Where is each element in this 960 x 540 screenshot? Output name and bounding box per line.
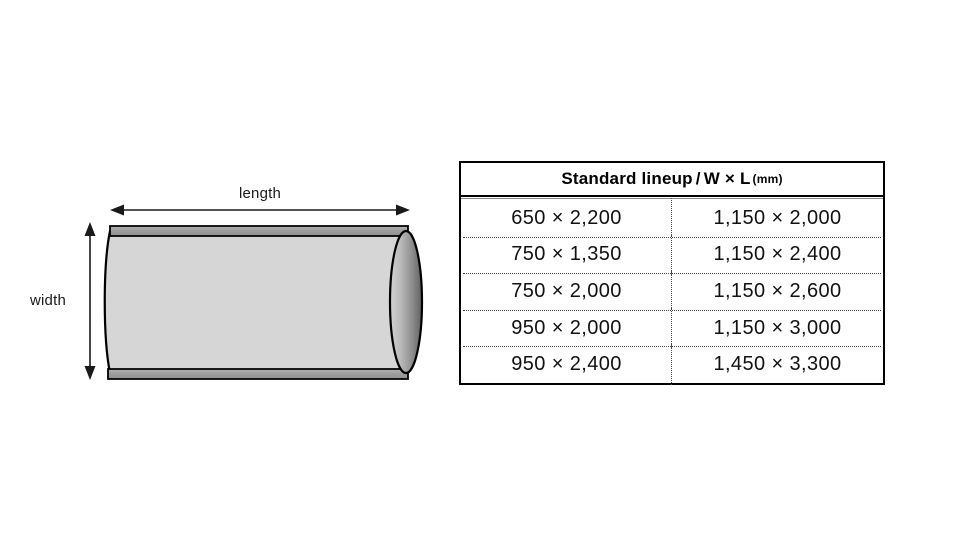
table-body: 650 × 2,200 1,150 × 2,000 750 × 1,350 1,… [461,198,883,385]
roll-top-strip [109,225,409,237]
table-cell-size: 650 × 2,200 [461,198,672,239]
roll-end-cap [388,229,424,375]
length-dimension-arrow [110,204,410,216]
table-cell-size: 1,150 × 2,400 [713,243,842,266]
table-cell-size: 1,150 × 3,000 [713,316,842,339]
table-cell-size: 750 × 1,350 [461,234,672,275]
table-cell-size: 1,450 × 3,300 [713,353,842,376]
table-cell-size: 950 × 2,400 [461,344,672,385]
table-cell-size: 950 × 2,000 [461,307,672,348]
length-label: length [238,185,282,202]
roll-body [103,225,424,380]
table-row: 650 × 2,200 1,150 × 2,000 [461,198,883,239]
table-cell-size: 1,150 × 2,600 [713,279,842,302]
roll-illustration [84,204,424,380]
product-roll-diagram: length width [0,0,450,540]
header-unit: (mm) [752,172,783,186]
width-label: width [29,292,67,309]
header-dimensions: W × L [703,169,751,188]
width-dimension-arrow [84,222,96,380]
roll-bottom-strip [107,368,409,380]
standard-lineup-table: Standard lineup / W × L (mm) 650 × 2,200… [459,161,885,385]
table-title: Standard lineup [561,169,693,188]
table-header: Standard lineup / W × L (mm) [461,163,883,199]
table-row: 950 × 2,400 1,450 × 3,300 [461,344,883,385]
header-separator: / [695,169,701,188]
table-cell-size: 750 × 2,000 [461,271,672,312]
table-cell-size: 1,150 × 2,000 [713,206,842,229]
table-row: 750 × 2,000 1,150 × 2,600 [461,271,883,312]
table-row: 950 × 2,000 1,150 × 3,000 [461,307,883,348]
table-row: 750 × 1,350 1,150 × 2,400 [461,234,883,275]
